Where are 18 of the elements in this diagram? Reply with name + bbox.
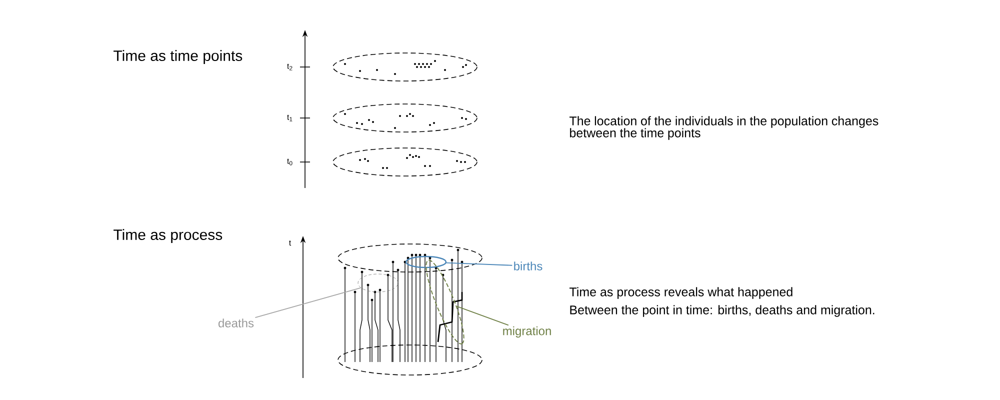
leader-line — [456, 306, 509, 326]
tick-label: t$_{1}$ — [287, 114, 292, 122]
description-text: Between the point in time: births, deaths and migration. — [570, 305, 874, 317]
axis-label: t — [289, 240, 292, 246]
description-text: The location of the individuals in the population changes between the time points — [570, 116, 878, 140]
heading: Time as process — [114, 229, 222, 243]
circled-region — [426, 260, 464, 344]
tick-label: t$_{2}$ — [287, 64, 292, 70]
leader-text: births — [514, 262, 542, 270]
description-text: Time as process reveals what happened — [570, 287, 792, 299]
heading: Time as time points — [114, 50, 242, 64]
leader-text: deaths — [218, 318, 254, 328]
leader-text: migration — [503, 326, 551, 338]
leader-line — [254, 287, 362, 318]
circled-region — [358, 274, 398, 292]
tick-label: t$_{0}$ — [287, 158, 292, 166]
leader-line — [446, 262, 513, 266]
circled-region — [405, 256, 447, 268]
